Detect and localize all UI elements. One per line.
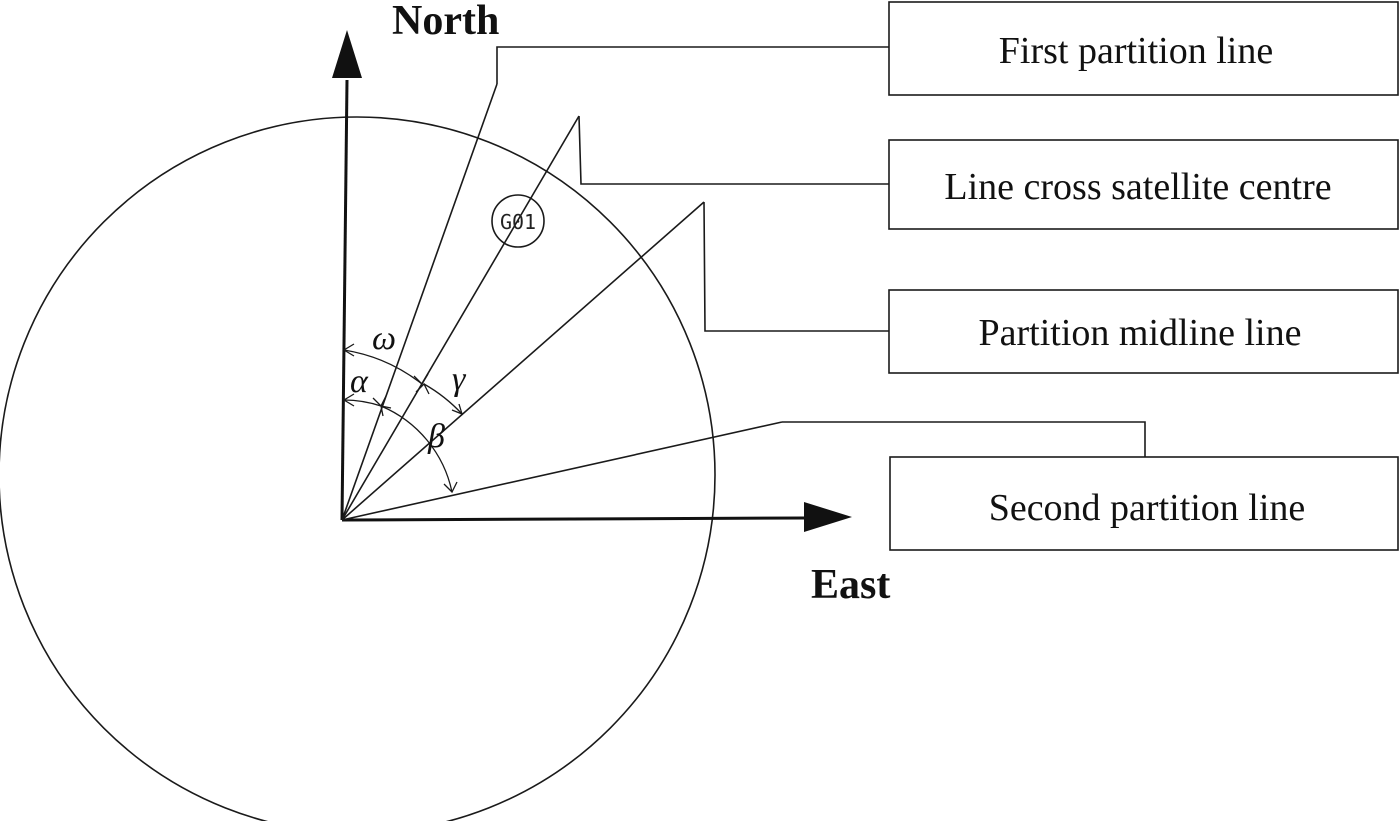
north-label: North bbox=[392, 0, 499, 44]
omega-tick-left bbox=[342, 343, 355, 357]
first-partition-line bbox=[341, 83, 498, 521]
beta-tick-right bbox=[443, 481, 458, 494]
north-arrowhead bbox=[332, 30, 362, 78]
partition-midline bbox=[341, 201, 705, 521]
midline-text: Partition midline line bbox=[979, 312, 1302, 354]
second-partition-leader bbox=[782, 421, 1146, 457]
first-partition-box bbox=[888, 1, 1399, 96]
midline-box bbox=[888, 289, 1399, 374]
second-partition-text: Second partition line bbox=[989, 487, 1306, 529]
gamma-tick-right bbox=[451, 403, 464, 416]
satellite-marker bbox=[491, 194, 545, 248]
gamma-tick-left bbox=[415, 382, 430, 395]
second-partition-box bbox=[889, 456, 1399, 551]
east-axis bbox=[341, 516, 806, 522]
east-label: East bbox=[811, 562, 890, 608]
satellite-label: G01 bbox=[500, 210, 536, 234]
horizon-circle bbox=[0, 116, 716, 821]
beta-label: β bbox=[427, 418, 445, 455]
alpha-tick-left bbox=[342, 393, 355, 407]
beta-tick-left bbox=[380, 405, 392, 417]
omega-arc bbox=[343, 349, 423, 385]
second-partition-line bbox=[341, 421, 783, 521]
satellite-centre-box bbox=[888, 139, 1399, 230]
omega-label: ω bbox=[372, 320, 396, 357]
midline-leader bbox=[703, 201, 890, 332]
alpha-label: α bbox=[350, 363, 369, 400]
satellite-centre-line bbox=[341, 115, 580, 521]
gamma-label: γ bbox=[452, 361, 467, 398]
satellite-centre-text: Line cross satellite centre bbox=[944, 166, 1331, 208]
first-partition-text: First partition line bbox=[999, 30, 1273, 72]
north-axis bbox=[340, 79, 349, 521]
first-partition-leader bbox=[496, 46, 890, 84]
gamma-arc bbox=[423, 383, 463, 415]
east-arrowhead bbox=[804, 502, 852, 532]
satellite-centre-leader bbox=[578, 115, 890, 185]
beta-arc bbox=[380, 405, 453, 493]
omega-tick-right bbox=[413, 373, 429, 386]
